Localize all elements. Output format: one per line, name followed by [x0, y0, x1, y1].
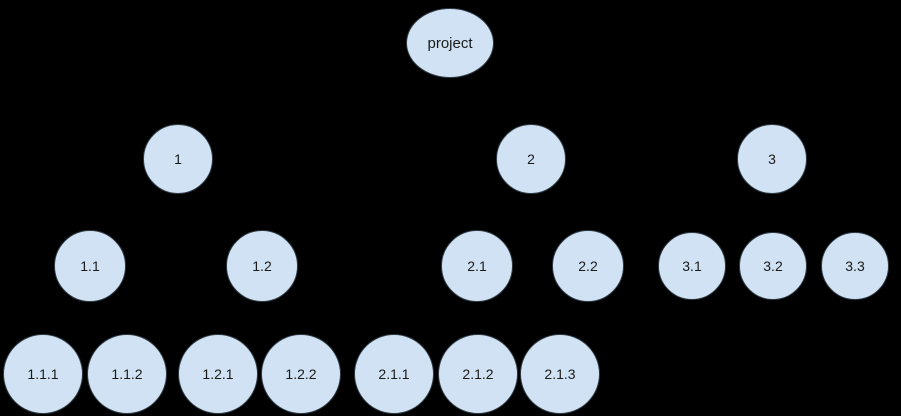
- tree-node-label: 2.1.2: [462, 366, 494, 382]
- tree-node-n3_1[interactable]: 3.1: [658, 232, 726, 300]
- tree-node-n2[interactable]: 2: [496, 124, 566, 194]
- tree-node-label: 2.1: [467, 258, 487, 274]
- tree-node-n3[interactable]: 3: [737, 124, 807, 194]
- tree-node-n1[interactable]: 1: [143, 124, 213, 194]
- tree-node-label: 3.1: [682, 258, 702, 274]
- tree-node-label: 1.2.2: [285, 366, 317, 382]
- tree-node-label: 3.2: [763, 258, 783, 274]
- tree-node-n2_1_2[interactable]: 2.1.2: [438, 334, 518, 414]
- tree-node-n1_1_2[interactable]: 1.1.2: [87, 334, 167, 414]
- tree-node-n3_2[interactable]: 3.2: [739, 232, 807, 300]
- tree-node-label: 2.1.3: [544, 366, 576, 382]
- tree-node-label: 1.2.1: [202, 366, 234, 382]
- tree-edge: [177, 42, 451, 160]
- tree-node-label: 2.1.1: [378, 366, 410, 382]
- tree-node-label: 1.2: [252, 258, 272, 274]
- tree-node-root[interactable]: project: [406, 8, 494, 78]
- tree-node-label: project: [427, 34, 473, 52]
- tree-node-n1_2[interactable]: 1.2: [226, 230, 298, 302]
- tree-node-label: 1.1.2: [111, 366, 143, 382]
- tree-node-n2_1_3[interactable]: 2.1.3: [520, 334, 600, 414]
- tree-node-n1_2_2[interactable]: 1.2.2: [261, 334, 341, 414]
- tree-node-label: 2.2: [578, 258, 598, 274]
- tree-node-label: 3: [768, 151, 776, 167]
- tree-node-n2_1_1[interactable]: 2.1.1: [354, 334, 434, 414]
- tree-node-label: 1.1.1: [27, 366, 59, 382]
- tree-edge: [449, 42, 773, 160]
- tree-node-n2_2[interactable]: 2.2: [552, 230, 624, 302]
- tree-node-label: 1: [174, 151, 182, 167]
- tree-node-label: 3.3: [845, 258, 865, 274]
- tree-node-n1_1_1[interactable]: 1.1.1: [3, 334, 83, 414]
- tree-node-label: 1.1: [80, 258, 100, 274]
- tree-node-n1_1[interactable]: 1.1: [54, 230, 126, 302]
- tree-node-n3_3[interactable]: 3.3: [821, 232, 889, 300]
- tree-node-n1_2_1[interactable]: 1.2.1: [178, 334, 258, 414]
- tree-node-label: 2: [527, 151, 535, 167]
- tree-node-n2_1[interactable]: 2.1: [441, 230, 513, 302]
